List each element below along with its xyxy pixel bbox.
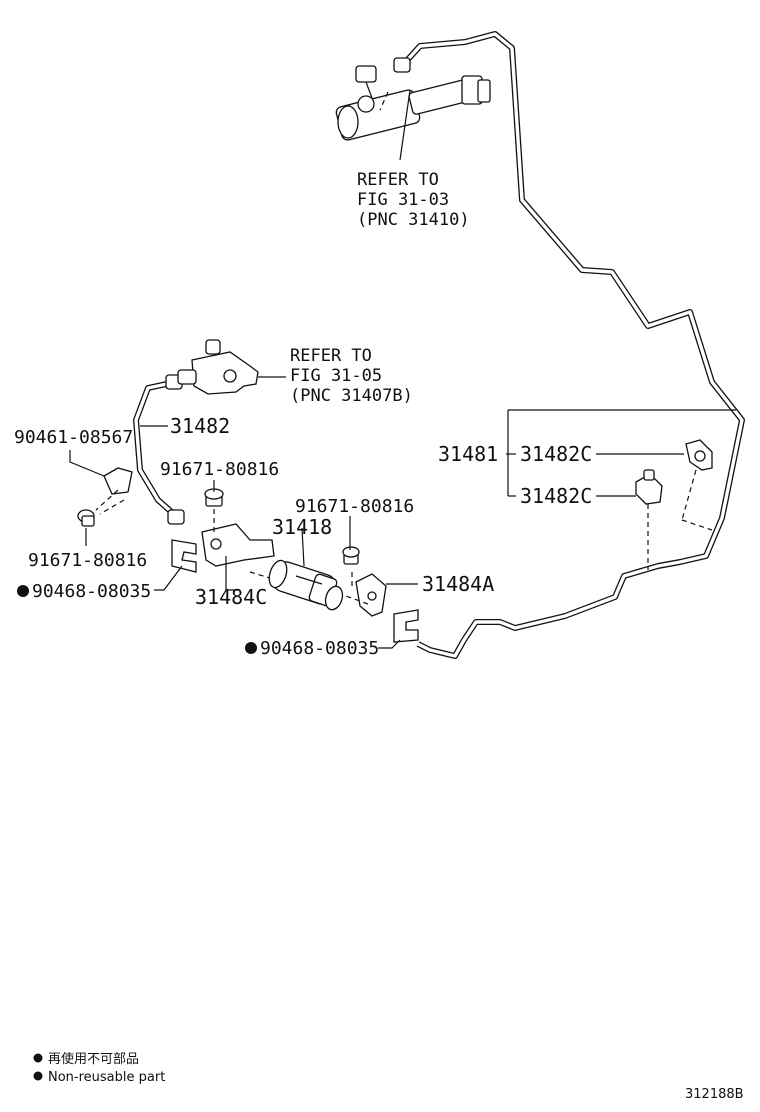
legend-dot-cn [33,1053,43,1063]
legend-text-cn: 再使用不可部品 [48,1051,139,1067]
label-31484c: 31484C [195,585,267,609]
clip-right [393,609,419,643]
clutch-line-tube [399,31,745,659]
callout-refer-mid: REFER TO FIG 31-05 (PNC 31407B) [290,346,413,406]
label-31481: 31481 [438,442,498,466]
callout-refer-upper: REFER TO FIG 31-03 (PNC 31410) [357,170,470,230]
pipe-bracket-31484a [342,546,387,617]
non-reusable-dot-a [17,585,29,597]
label-31418: 31418 [272,515,332,539]
refer-mid-line3: (PNC 31407B) [290,386,413,406]
figure-code: 312188B [685,1087,744,1102]
label-31482c-top: 31482C [520,442,592,466]
pipe-clamp-top [681,439,713,531]
refer-upper-line1: REFER TO [357,170,439,190]
label-91671-80816-c: 91671-80816 [28,550,147,571]
refer-upper-line3: (PNC 31410) [357,210,470,230]
label-90468-08035-b: 90468-08035 [260,638,379,659]
release-cylinder-bracket [201,488,297,587]
hose-bracket-left [77,467,133,527]
label-91671-80816-a: 91671-80816 [160,459,279,480]
refer-upper-line2: FIG 31-03 [357,190,449,210]
clip-left [171,539,197,573]
non-reusable-dot-b [245,642,257,654]
leader-lines [69,89,736,649]
label-90468-08035-a: 90468-08035 [32,581,151,602]
clutch-release-cylinder [268,559,344,611]
legend-dot-en [33,1071,43,1081]
clutch-master-cylinder [335,57,491,141]
label-31482: 31482 [170,414,230,438]
label-31482c-bottom: 31482C [520,484,592,508]
pipe-clamp-bottom [635,469,663,570]
clutch-union-block [177,339,259,395]
refer-mid-line1: REFER TO [290,346,372,366]
label-31484a: 31484A [422,572,494,596]
legend: 再使用不可部品 Non-reusable part [33,1051,165,1085]
label-91671-80816-b: 91671-80816 [295,496,414,517]
clutch-flexible-hose [133,374,185,525]
refer-mid-line2: FIG 31-05 [290,366,382,386]
legend-text-en: Non-reusable part [48,1070,165,1085]
label-90461-08567: 90461-08567 [14,427,133,448]
